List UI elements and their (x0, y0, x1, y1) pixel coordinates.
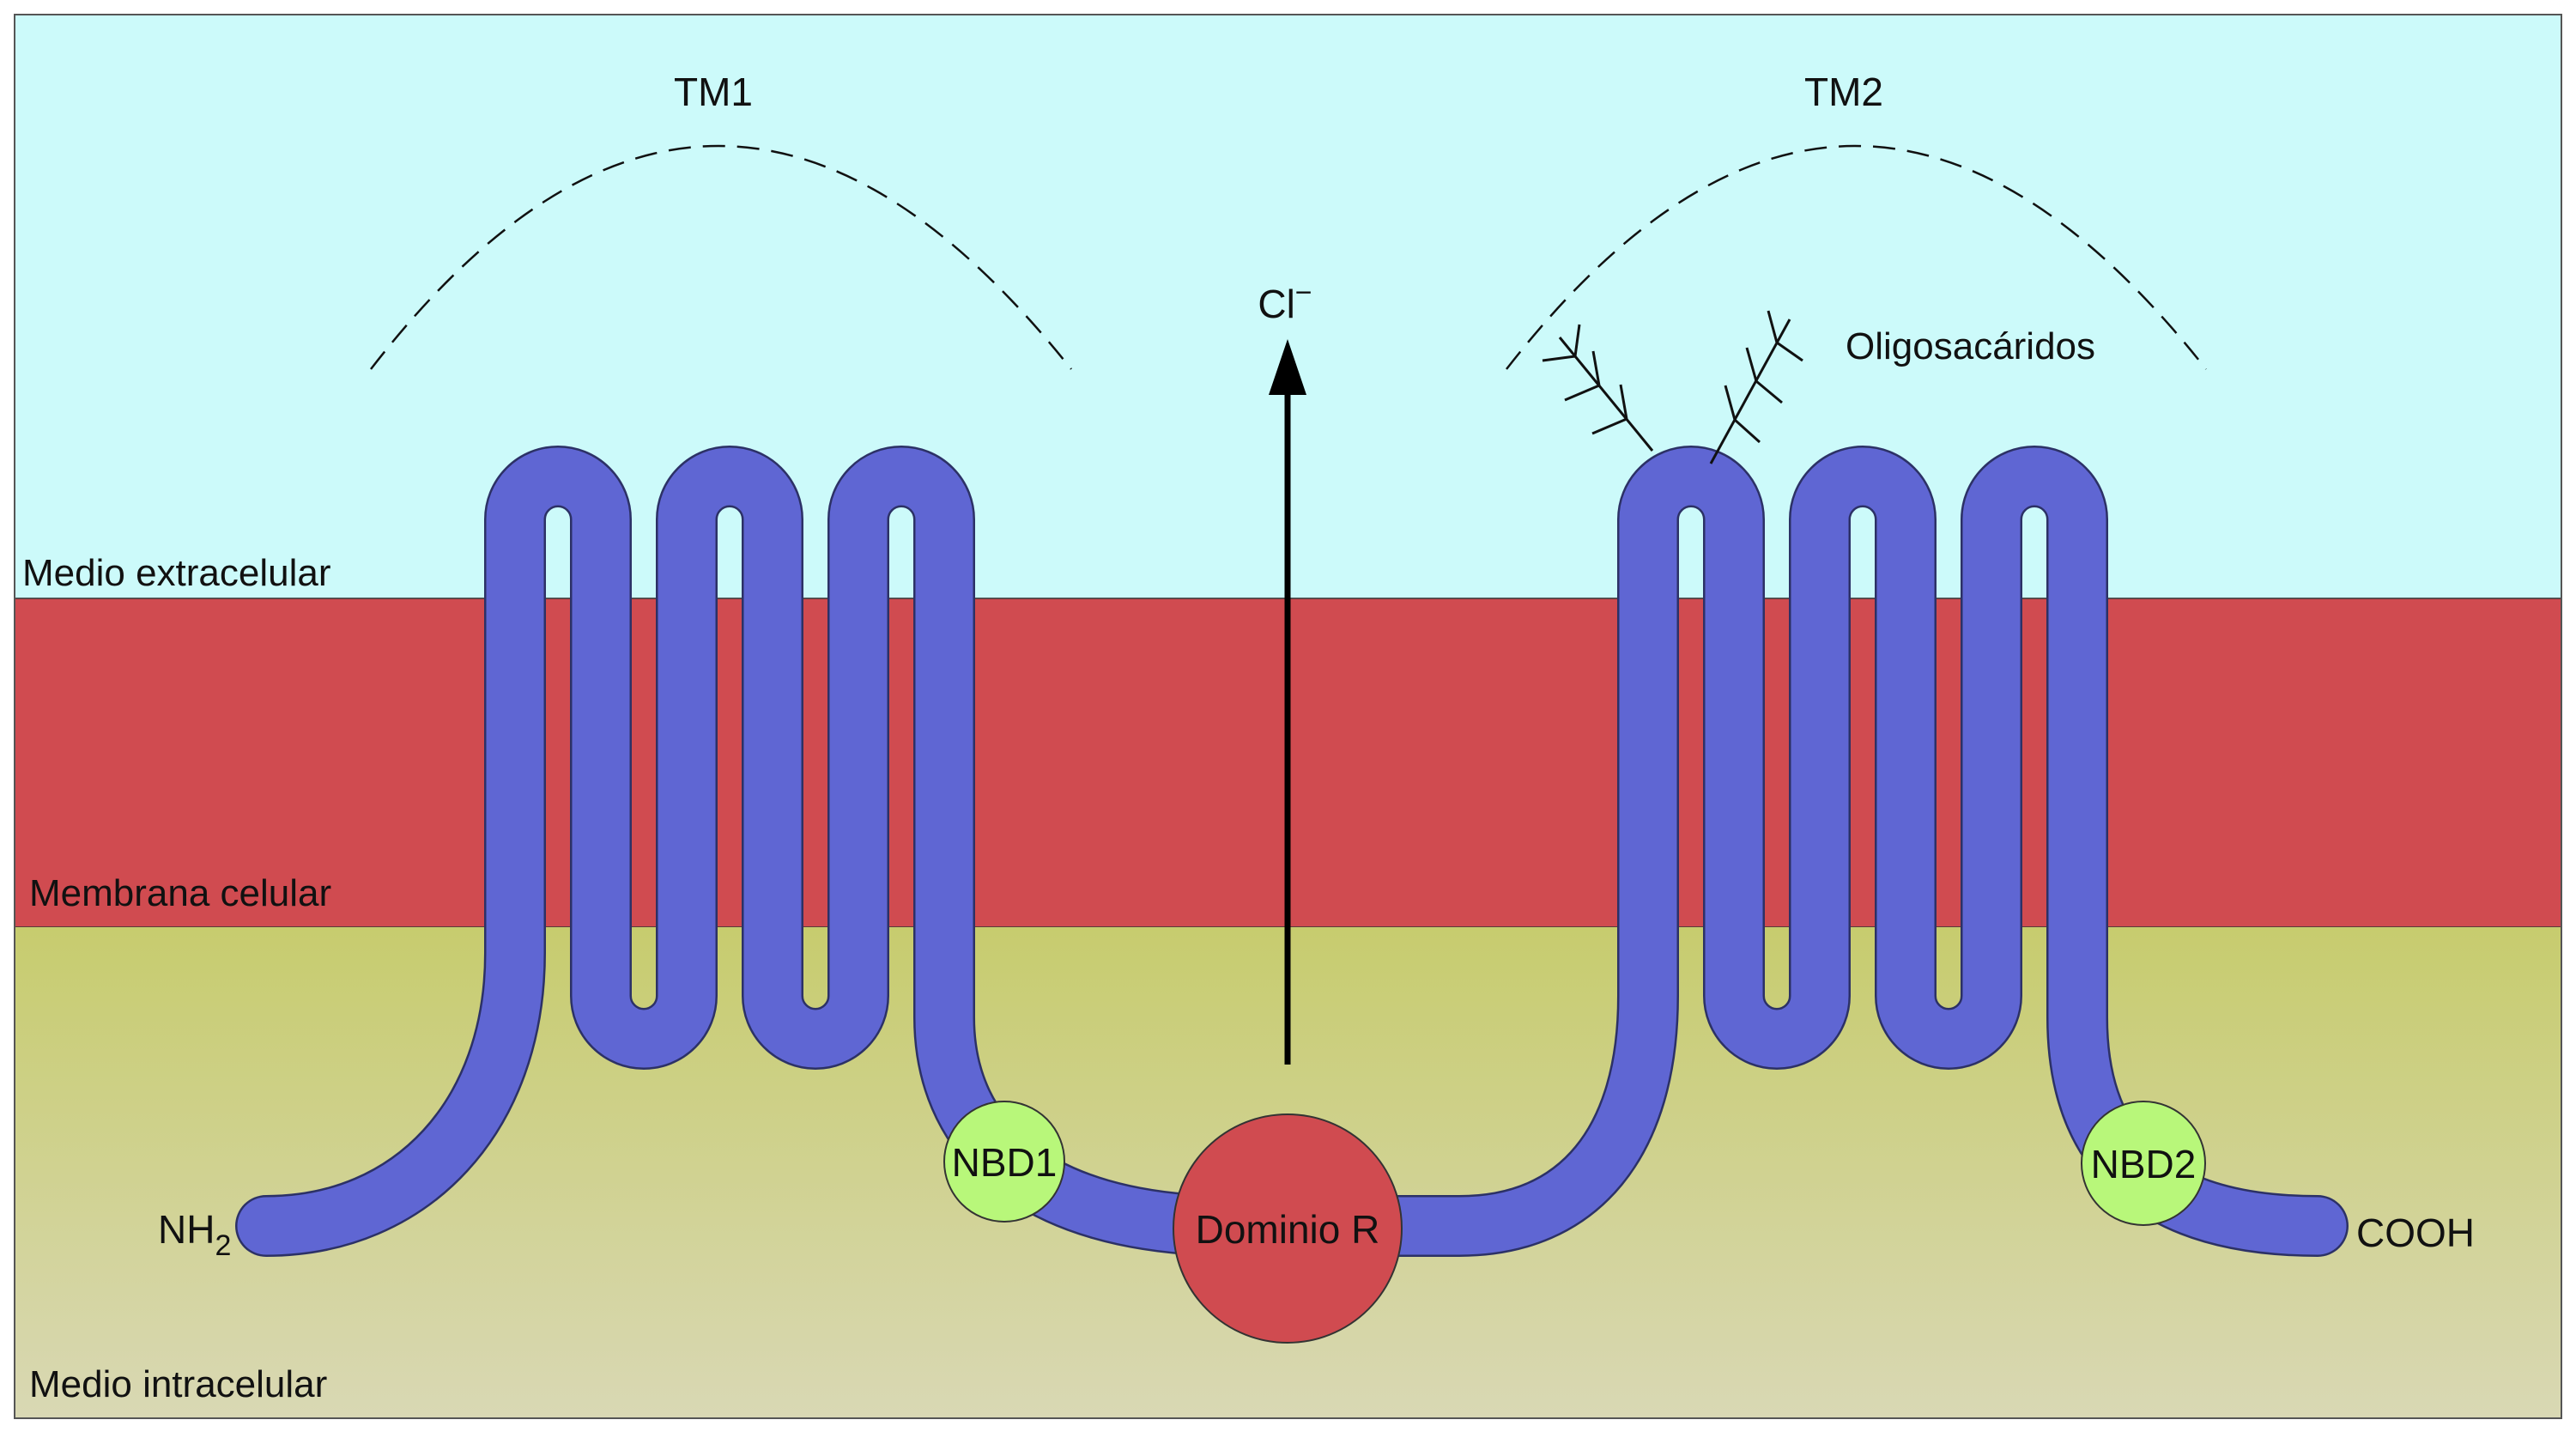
n-terminus-label: NH2 (158, 1207, 231, 1262)
nbd1-label: NBD1 (952, 1140, 1058, 1185)
diagram-border (14, 14, 2562, 1419)
chloride-charge: − (1295, 276, 1312, 309)
r-domain: Dominio R (1173, 1113, 1403, 1344)
nbd1-domain: NBD1 (943, 1101, 1065, 1223)
n-terminus-base: NH (158, 1207, 215, 1252)
chloride-flow-arrow (1269, 339, 1306, 1065)
nbd2-label: NBD2 (2091, 1142, 2197, 1186)
intracellular-label: Medio intracelular (29, 1363, 327, 1405)
oligosaccharide-chains (1542, 310, 1803, 464)
tm2-bracket-arc (1506, 144, 2207, 370)
oligosaccharides-label: Oligosacáridos (1846, 325, 2095, 367)
oligosaccharide-tree-right (1709, 310, 1803, 464)
c-terminus-label: COOH (2356, 1210, 2475, 1255)
r-domain-label: Dominio R (1196, 1207, 1380, 1252)
tm1-label: TM1 (674, 70, 753, 114)
tm1-bracket-arc (370, 144, 1072, 370)
extracellular-label: Medio extracelular (22, 552, 331, 594)
tm2-label: TM2 (1804, 70, 1883, 114)
chloride-ion-label: Cl− (1258, 276, 1312, 326)
oligosaccharide-tree-left (1542, 324, 1654, 452)
nbd2-domain: NBD2 (2081, 1101, 2206, 1226)
membrane-label: Membrana celular (29, 872, 331, 914)
chloride-symbol: Cl (1258, 282, 1294, 326)
n-terminus-subscript: 2 (215, 1229, 231, 1262)
